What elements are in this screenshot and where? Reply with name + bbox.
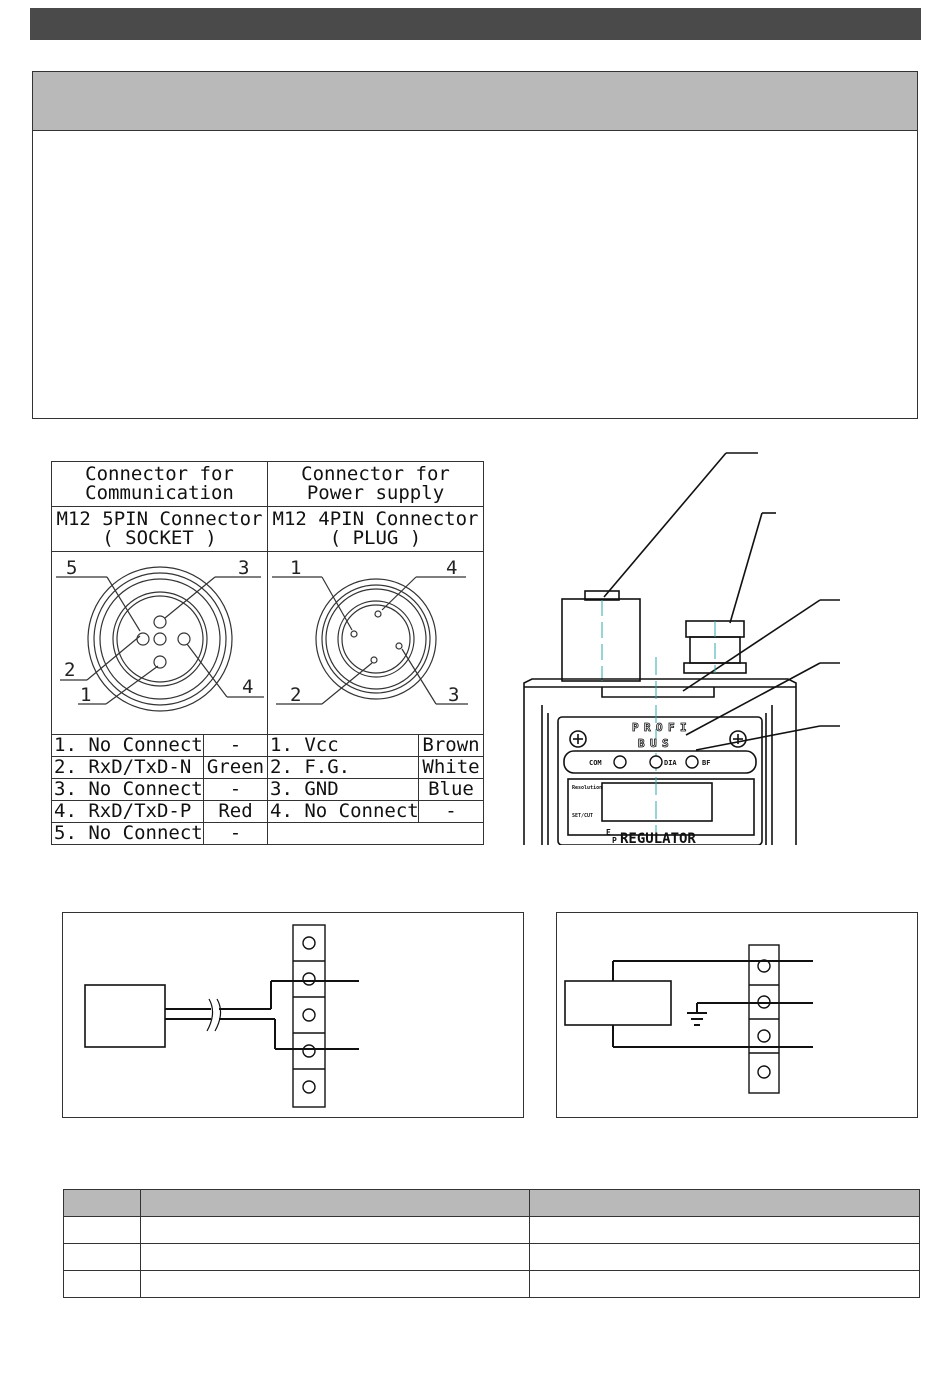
power-pin-number: 2 (290, 684, 301, 706)
comm-pin-number: 1 (80, 684, 91, 706)
spec-header-cell (529, 1189, 920, 1217)
product-label-prefix: E (606, 828, 611, 837)
spec-cell (529, 1243, 920, 1271)
power-wiring-diagram (564, 944, 813, 1094)
power-pin-number: 4 (446, 557, 457, 579)
note-box-header (33, 72, 917, 131)
comm-connector-header: Connector for Communication (51, 461, 268, 507)
product-label-sub: P (612, 836, 617, 845)
led-label: DIA (664, 759, 677, 767)
dia-led-icon (649, 755, 663, 769)
power-connector-drawing: 1 4 2 3 (267, 551, 484, 735)
comm-pin-color: - (203, 822, 268, 845)
empty-cell (267, 822, 484, 845)
power-pin-color: Blue (418, 778, 484, 801)
power-connector-header: Connector for Power supply (267, 461, 484, 507)
spec-table (63, 1189, 920, 1298)
device-drawing: P R O F I B U S COM DIA BF Resolution SE… (523, 452, 840, 845)
spec-cell (63, 1243, 141, 1271)
comm-connector-drawing: 5 3 2 4 1 (51, 551, 268, 735)
comm-pin-color: - (203, 734, 268, 757)
indicator-letter: P (632, 721, 639, 734)
indicator-letter: I (680, 721, 687, 734)
comm-pin-color: Red (203, 800, 268, 823)
comm-pin-label: 3. No Connect (51, 778, 204, 801)
spec-cell (140, 1270, 530, 1298)
power-wiring-box (556, 912, 918, 1118)
power-pin-label: 2. F.G. (267, 756, 419, 779)
spec-cell (63, 1270, 141, 1298)
comm-pin-label: 2. RxD/TxD-N (51, 756, 204, 779)
indicator-letter: U (650, 737, 657, 750)
comm-pin-number: 3 (238, 557, 249, 579)
spec-header-cell (63, 1189, 141, 1217)
comm-pin-label: 5. No Connect (51, 822, 204, 845)
indicator-letter: O (656, 721, 663, 734)
power-pin-number: 1 (290, 557, 301, 579)
power-pin-number: 3 (448, 684, 459, 706)
comm-pin-label: 4. RxD/TxD-P (51, 800, 204, 823)
top-title-bar (30, 8, 921, 40)
comm-pin-color: - (203, 778, 268, 801)
spec-cell (140, 1216, 530, 1244)
comm-pin-color: Green (203, 756, 268, 779)
led-label: COM (589, 759, 602, 767)
spec-cell (140, 1243, 530, 1271)
power-pin-label: 4. No Connect (267, 800, 419, 823)
comm-pin-number: 2 (64, 659, 75, 681)
panel-label: Resolution (572, 785, 602, 791)
comm-wiring-diagram (84, 924, 359, 1108)
spec-cell (529, 1216, 920, 1244)
spec-cell (529, 1270, 920, 1298)
comm-pin-number: 5 (66, 557, 77, 579)
panel-label: SET/CUT (572, 813, 593, 819)
bf-led-icon (685, 755, 699, 769)
power-pin-color: - (418, 800, 484, 823)
spec-cell (63, 1216, 141, 1244)
connector-pin-table: Connector for Communication Connector fo… (51, 461, 484, 845)
led-label: BF (702, 759, 710, 767)
note-box (32, 71, 918, 419)
comm-connector-type: M12 5PIN Connector ( SOCKET ) (51, 506, 268, 552)
power-pin-color: Brown (418, 734, 484, 757)
indicator-letter: R (644, 721, 651, 734)
indicator-letter: S (662, 737, 669, 750)
com-led-icon (613, 755, 627, 769)
power-pin-label: 3. GND (267, 778, 419, 801)
socket-5pin-diagram: 5 3 2 4 1 (56, 557, 264, 712)
indicator-letter: F (668, 721, 675, 734)
power-pin-label: 1. Vcc (267, 734, 419, 757)
indicator-letter: B (638, 737, 645, 750)
comm-pin-number: 4 (242, 676, 253, 698)
spec-header-cell (140, 1189, 530, 1217)
product-label-main: REGULATOR (620, 831, 696, 845)
plug-4pin-diagram: 1 4 2 3 (272, 557, 468, 706)
comm-pin-label: 1. No Connect (51, 734, 204, 757)
power-connector-type: M12 4PIN Connector ( PLUG ) (267, 506, 484, 552)
power-pin-color: White (418, 756, 484, 779)
comm-wiring-box (62, 912, 524, 1118)
